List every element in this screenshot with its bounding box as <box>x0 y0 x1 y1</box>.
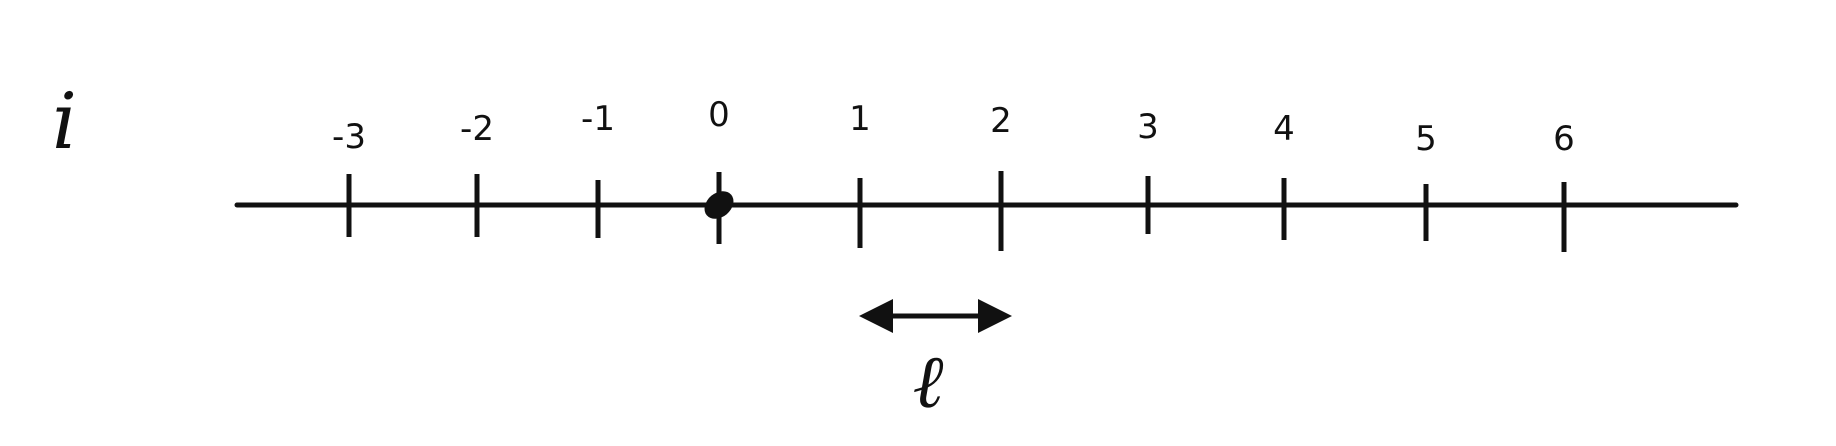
spacing-label: ℓ <box>913 339 944 425</box>
tick-label: 6 <box>1553 119 1575 159</box>
ticks-group: -3 -2 -1 0 1 2 3 4 5 6 <box>332 95 1575 252</box>
tick-label: 4 <box>1273 109 1295 149</box>
tick-label: 2 <box>990 101 1012 141</box>
spacing-arrow-right-head <box>978 299 1012 333</box>
tick-label: -2 <box>460 109 494 149</box>
spacing-arrow <box>859 299 1012 333</box>
tick-label: 0 <box>708 95 730 135</box>
index-variable-label: i <box>52 77 77 167</box>
tick-label: 1 <box>849 99 871 139</box>
spacing-arrow-left-head <box>859 299 893 333</box>
tick-label: 3 <box>1137 107 1159 147</box>
origin-point-marker <box>704 191 734 219</box>
tick-label: -3 <box>332 117 366 157</box>
tick-label: 5 <box>1415 119 1437 159</box>
tick-label: -1 <box>581 99 615 139</box>
